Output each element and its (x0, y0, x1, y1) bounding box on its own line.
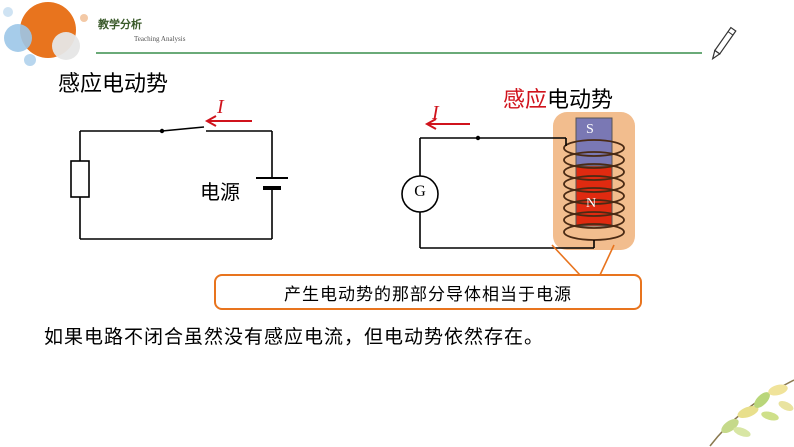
decorative-bubbles (3, 2, 88, 66)
header-subtitle: Teaching Analysis (134, 35, 186, 43)
left-diagram-title: 感应电动势 (58, 72, 169, 97)
magnet-south-label: S (586, 122, 594, 137)
right-title-black: 电动势 (547, 88, 614, 113)
galvanometer-label: G (414, 183, 426, 200)
left-current-label: I (217, 96, 224, 118)
callout-text: 产生电动势的那部分导体相当于电源 (284, 284, 572, 305)
power-source-label: 电源 (200, 180, 240, 204)
right-diagram-title: 感应电动势 (503, 82, 613, 114)
right-title-red: 感应 (503, 88, 548, 113)
right-current-label: I (432, 102, 439, 124)
header-title: 教学分析 (98, 18, 142, 31)
header-divider (96, 52, 702, 54)
pencil-icon (711, 26, 737, 61)
callout-box: 产生电动势的那部分导体相当于电源 (214, 274, 642, 310)
decorative-leaves (709, 379, 794, 447)
magnet-north-label: N (586, 196, 597, 211)
conclusion-text: 如果电路不闭合虽然没有感应电流，但电动势依然存在。 (44, 326, 545, 348)
